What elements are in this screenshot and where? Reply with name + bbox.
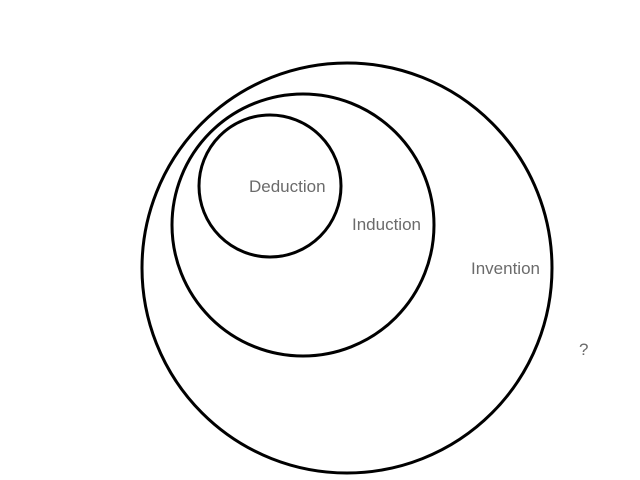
outside-question-mark: ? [579, 340, 588, 359]
induction-circle [170, 92, 436, 358]
induction-label: Induction [352, 215, 421, 234]
deduction-circle [197, 113, 343, 259]
deduction-label: Deduction [249, 177, 326, 196]
invention-circle [140, 61, 554, 475]
invention-label: Invention [471, 259, 540, 278]
